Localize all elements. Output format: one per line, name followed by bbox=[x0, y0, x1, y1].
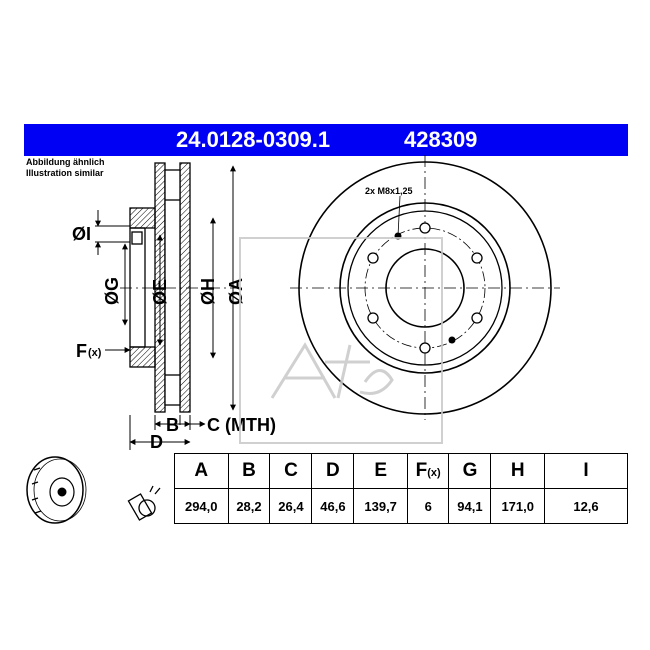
bolt-hole-note: 2x M8x1,25 bbox=[365, 186, 413, 196]
label-dia-g: ØG bbox=[102, 277, 122, 305]
specification-table: A B C D E F(x) G H I 294,0 28,2 26,4 46,… bbox=[24, 453, 628, 524]
illustration-caption: Abbildung ähnlich Illustration similar bbox=[26, 157, 105, 179]
caption-line-english: Illustration similar bbox=[26, 168, 104, 178]
col-header-g: G bbox=[448, 453, 492, 489]
value-h: 171,0 bbox=[490, 488, 545, 524]
label-c-mth: C (MTH) bbox=[207, 415, 276, 435]
col-header-c: C bbox=[269, 453, 313, 489]
table-value-row: 294,0 28,2 26,4 46,6 139,7 6 94,1 171,0 … bbox=[24, 488, 628, 524]
value-b: 28,2 bbox=[227, 488, 271, 524]
label-dia-h: ØH bbox=[198, 278, 218, 305]
title-bar: 24.0128-0309.1 428309 bbox=[24, 124, 628, 156]
col-header-f-sub: (x) bbox=[427, 467, 441, 479]
ate-watermark-logo bbox=[239, 237, 443, 444]
table-header-row: A B C D E F(x) G H I bbox=[24, 453, 628, 524]
dimension-lines bbox=[95, 165, 236, 450]
value-a: 294,0 bbox=[174, 488, 229, 524]
label-d: D bbox=[150, 432, 163, 452]
col-header-b: B bbox=[227, 453, 271, 489]
value-f: 6 bbox=[406, 488, 450, 524]
value-e: 139,7 bbox=[353, 488, 408, 524]
col-header-e: E bbox=[353, 453, 408, 489]
col-header-d: D bbox=[311, 453, 355, 489]
col-header-f-letter: F bbox=[415, 460, 428, 481]
col-header-h: H bbox=[490, 453, 545, 489]
disc-front-view bbox=[239, 155, 560, 444]
col-header-i: I bbox=[544, 453, 628, 489]
part-number: 24.0128-0309.1 bbox=[176, 127, 331, 152]
table-image-cell bbox=[24, 453, 175, 524]
label-dia-e: ØE bbox=[150, 279, 170, 305]
reference-number: 428309 bbox=[404, 127, 478, 152]
col-header-a: A bbox=[174, 453, 229, 489]
value-c: 26,4 bbox=[269, 488, 313, 524]
label-b: B bbox=[166, 415, 179, 435]
col-header-f: F(x) bbox=[406, 453, 450, 489]
value-g: 94,1 bbox=[448, 488, 492, 524]
value-i: 12,6 bbox=[544, 488, 628, 524]
label-dia-i: ØI bbox=[72, 224, 91, 244]
value-d: 46,6 bbox=[311, 488, 355, 524]
caption-line-german: Abbildung ähnlich bbox=[26, 157, 105, 167]
label-f: F bbox=[76, 341, 87, 361]
label-dia-a: ØA bbox=[226, 278, 246, 305]
label-f-sub: (x) bbox=[88, 347, 102, 359]
